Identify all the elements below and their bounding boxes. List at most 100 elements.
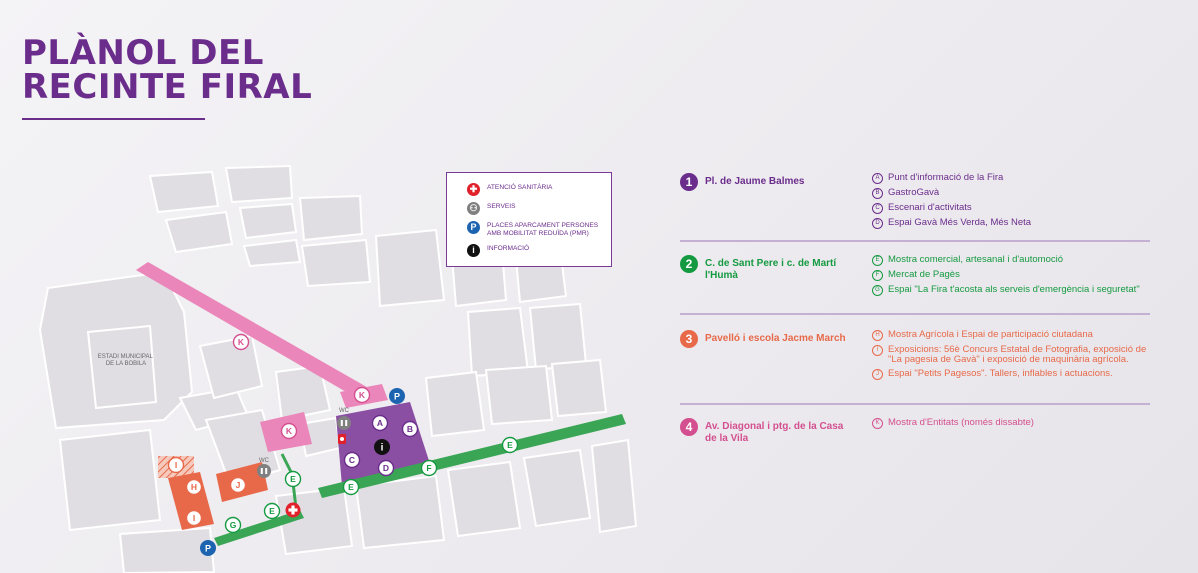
zone-item-text: Espai "La Fira t'acosta als serveis d'em… bbox=[888, 284, 1140, 295]
zone-item: A Punt d'informació de la Fira bbox=[872, 173, 1152, 184]
zone-item-letter: K bbox=[872, 418, 883, 429]
city-block bbox=[354, 474, 446, 550]
wc-label: WC bbox=[259, 458, 270, 464]
map-marker-b: B bbox=[401, 420, 419, 438]
zone-items: K Mostra d'Entitats (només dissabte) bbox=[872, 418, 1152, 433]
map-marker-c: C bbox=[343, 451, 361, 469]
city-block bbox=[242, 238, 302, 268]
red-cross-icon: ✚ bbox=[467, 183, 480, 196]
stadium-label-line-1: ESTADI MUNICIPAL bbox=[98, 354, 154, 360]
parking-icon: P bbox=[467, 221, 480, 234]
zone-item-text: GastroGavà bbox=[888, 187, 940, 198]
city-block bbox=[58, 428, 162, 532]
zone-item: H Mostra Agrícola i Espai de participació… bbox=[872, 330, 1152, 341]
svg-text:K: K bbox=[359, 390, 366, 400]
zone-2-green-street bbox=[214, 510, 304, 546]
legend-row: P PLACES APARCAMENT PERSONES AMB MOBILIT… bbox=[467, 221, 601, 238]
zone-item-letter: B bbox=[872, 188, 883, 199]
zone-item-letter: I bbox=[872, 345, 883, 356]
svg-text:I: I bbox=[175, 460, 177, 470]
city-block bbox=[224, 164, 294, 204]
zone-item-text: Mostra d'Entitats (només dissabte) bbox=[888, 417, 1034, 428]
title-line-2: RECINTE FIRAL bbox=[22, 67, 313, 107]
svg-text:A: A bbox=[377, 418, 383, 428]
map-marker-i: I bbox=[185, 509, 203, 527]
svg-text:P: P bbox=[394, 392, 400, 402]
zone-4-pink-strip bbox=[136, 262, 372, 400]
svg-text:B: B bbox=[407, 424, 413, 434]
svg-text:I: I bbox=[193, 513, 195, 523]
city-block bbox=[198, 334, 264, 400]
zone-name: Pavelló i escola Jacme March bbox=[705, 333, 846, 344]
wc-icon bbox=[257, 464, 271, 478]
zone-item: B GastroGavà bbox=[872, 188, 1152, 199]
city-block bbox=[148, 170, 220, 214]
map-marker-f: F bbox=[420, 459, 438, 477]
wc-label-group: WC WC bbox=[259, 408, 350, 464]
zone-item-letter: H bbox=[872, 330, 883, 341]
map-marker-d: D bbox=[377, 459, 395, 477]
stadium-label-line-2: DE LA BOBILA bbox=[106, 361, 146, 367]
map-marker-k: K bbox=[232, 333, 250, 351]
city-block bbox=[424, 370, 486, 438]
map-marker-j: J bbox=[229, 476, 247, 494]
zone-item-letter: J bbox=[872, 369, 883, 380]
info-icon: i bbox=[467, 244, 480, 257]
legend-label: INFORMACIÓ bbox=[487, 245, 530, 252]
page-title: PLÀNOL DEL RECINTE FIRAL bbox=[22, 36, 312, 104]
zone-number: 1 bbox=[680, 173, 698, 191]
emergency-marker-icon bbox=[338, 434, 346, 444]
svg-text:F: F bbox=[426, 463, 431, 473]
legend-row: i INFORMACIÓ bbox=[467, 244, 601, 257]
city-block bbox=[298, 194, 364, 242]
zone-name: Pl. de Jaume Balmes bbox=[705, 176, 805, 187]
map-marker-i: I bbox=[167, 456, 185, 474]
zone-number: 4 bbox=[680, 418, 698, 436]
zone-separator bbox=[680, 403, 1150, 405]
zone-item-text: Mostra Agrícola i Espai de participació … bbox=[888, 329, 1093, 340]
zone-item-letter: D bbox=[872, 218, 883, 229]
city-block bbox=[446, 460, 522, 538]
map-marker-h: H bbox=[185, 478, 203, 496]
zone-3-orange-area bbox=[168, 472, 214, 530]
svg-text:E: E bbox=[507, 440, 513, 450]
zone-number: 2 bbox=[680, 255, 698, 273]
map-marker-k: K bbox=[353, 386, 371, 404]
zone-items: A Punt d'informació de la Fira B GastroGav… bbox=[872, 173, 1152, 233]
zone-item-letter: E bbox=[872, 255, 883, 266]
map-legend: ✚ ATENCIÓ SANITÀRIA ⚇ SERVEIS P PLACES A… bbox=[446, 172, 612, 267]
city-blocks bbox=[38, 164, 638, 573]
wc-label: WC bbox=[339, 408, 350, 414]
zone-item-text: Punt d'informació de la Fira bbox=[888, 172, 1004, 183]
svg-text:i: i bbox=[381, 443, 384, 454]
zone-name: Av. Diagonal i ptg. de la Casa de la Vil… bbox=[705, 421, 844, 444]
city-block bbox=[374, 228, 446, 308]
parking-icon: P bbox=[389, 388, 405, 404]
svg-text:E: E bbox=[348, 482, 354, 492]
legend-label: SERVEIS bbox=[487, 203, 516, 210]
zone-item-letter: A bbox=[872, 173, 883, 184]
zone-item: K Mostra d'Entitats (només dissabte) bbox=[872, 418, 1152, 429]
info-icon: i bbox=[374, 439, 390, 455]
zone-item-text: Mostra comercial, artesanal i d'automoci… bbox=[888, 254, 1063, 265]
zone-item-text: Mercat de Pagès bbox=[888, 269, 960, 280]
svg-text:H: H bbox=[191, 482, 197, 492]
parking-icon: P bbox=[200, 540, 216, 556]
map-marker-a: A bbox=[371, 414, 389, 432]
map-marker-k: K bbox=[280, 422, 298, 440]
wc-icon bbox=[337, 416, 351, 430]
zone-item-letter: C bbox=[872, 203, 883, 214]
city-block bbox=[522, 448, 592, 528]
city-block bbox=[86, 324, 158, 410]
zone-number: 3 bbox=[680, 330, 698, 348]
legend-label: ATENCIÓ SANITÀRIA bbox=[487, 184, 553, 191]
zone-separator bbox=[680, 240, 1150, 242]
legend-label: PLACES APARCAMENT PERSONES AMB MOBILITAT… bbox=[487, 222, 599, 237]
zone-separator bbox=[680, 313, 1150, 315]
city-block bbox=[484, 364, 554, 426]
